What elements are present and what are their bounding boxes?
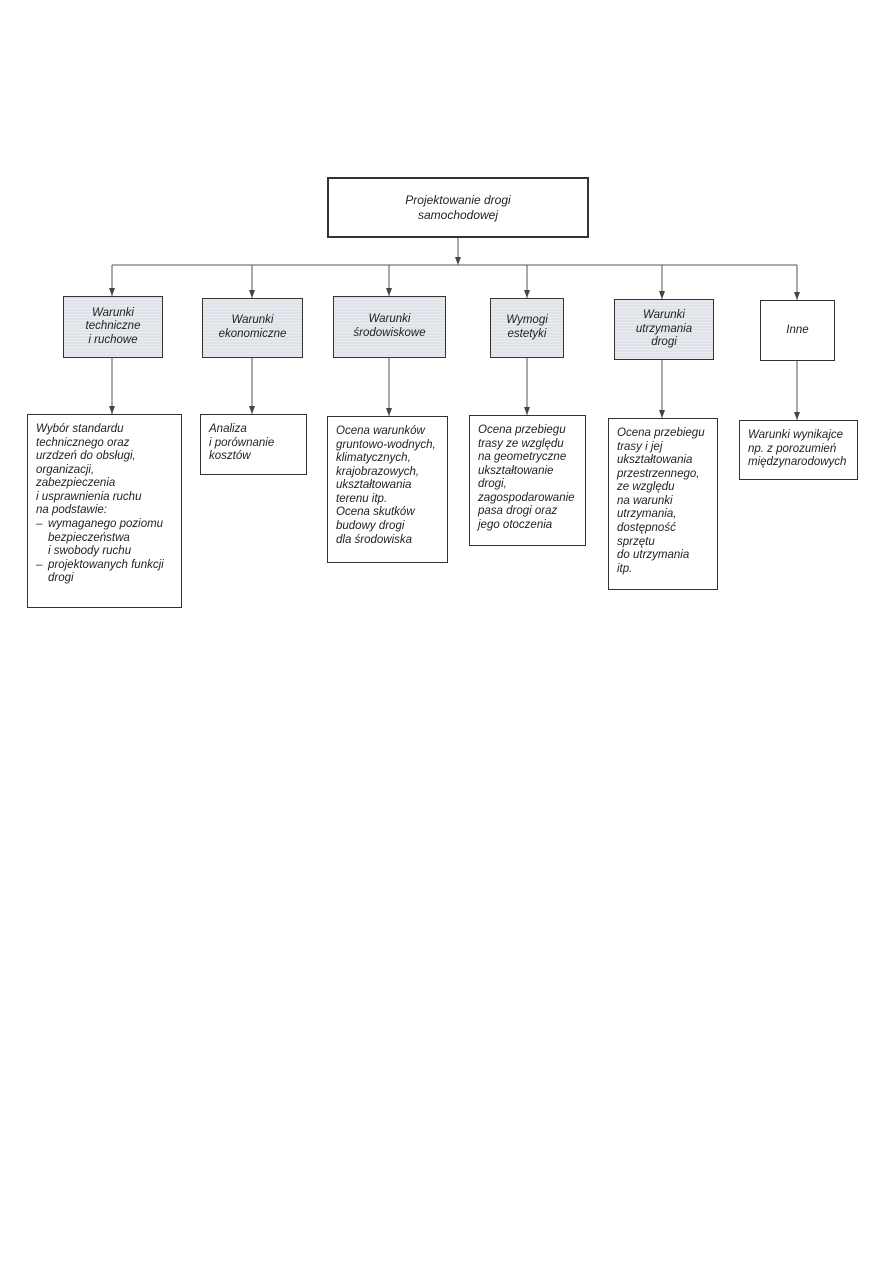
- link-desc-1-arrow: [109, 406, 115, 414]
- description-text: Analiza i porównanie kosztów: [209, 423, 275, 463]
- root-stem-arrow: [455, 257, 461, 265]
- description-other: Warunki wynikajce np. z porozumień międz…: [739, 420, 858, 480]
- category-aesthetics: Wymogi estetyki: [490, 298, 564, 358]
- category-other: Inne: [760, 300, 835, 361]
- category-label: Warunki utrzymania drogi: [635, 309, 693, 349]
- category-label: Warunki techniczne i ruchowe: [85, 306, 141, 346]
- description-text: Ocena przebiegu trasy i jej ukształtowan…: [617, 427, 705, 575]
- category-maintenance: Warunki utrzymania drogi: [614, 299, 714, 360]
- root-node: Projektowanie drogi samochodowej: [327, 177, 589, 238]
- description-environmental: Ocena warunków gruntowo-wodnych, klimaty…: [327, 416, 448, 563]
- category-technical: Warunki techniczne i ruchowe: [63, 296, 163, 358]
- category-economic: Warunki ekonomiczne: [202, 298, 303, 358]
- description-text: Wybór standardu technicznego oraz urzdze…: [36, 423, 142, 517]
- link-desc-4-arrow: [524, 407, 530, 415]
- criteria-list: wymaganego poziomu bezpieczeństwa i swob…: [36, 518, 175, 586]
- category-label: Warunki ekonomiczne: [218, 314, 287, 340]
- root-label: Projektowanie drogi samochodowej: [405, 192, 511, 222]
- description-economic: Analiza i porównanie kosztów: [200, 414, 307, 475]
- category-label: Inne: [786, 323, 809, 336]
- link-desc-3-arrow: [386, 408, 392, 416]
- criteria-item: projektowanych funkcji drogi: [36, 559, 175, 586]
- drop-cat-5-arrow: [659, 291, 665, 299]
- link-desc-6-arrow: [794, 412, 800, 420]
- description-text: Ocena przebiegu trasy ze względu na geom…: [478, 424, 575, 531]
- category-label: Wymogi estetyki: [506, 314, 548, 340]
- link-desc-5-arrow: [659, 410, 665, 418]
- description-maintenance: Ocena przebiegu trasy i jej ukształtowan…: [608, 418, 718, 590]
- description-technical: Wybór standardu technicznego oraz urzdze…: [27, 414, 182, 608]
- criteria-item: wymaganego poziomu bezpieczeństwa i swob…: [36, 518, 175, 559]
- link-desc-2-arrow: [249, 406, 255, 414]
- category-environmental: Warunki środowiskowe: [333, 296, 446, 358]
- category-label: Warunki środowiskowe: [353, 313, 426, 339]
- drop-cat-3-arrow: [386, 288, 392, 296]
- drop-cat-4-arrow: [524, 290, 530, 298]
- description-text: Warunki wynikajce np. z porozumień międz…: [748, 429, 847, 469]
- description-text: Ocena warunków gruntowo-wodnych, klimaty…: [336, 425, 436, 546]
- drop-cat-1-arrow: [109, 288, 115, 296]
- drop-cat-2-arrow: [249, 290, 255, 298]
- description-aesthetics: Ocena przebiegu trasy ze względu na geom…: [469, 415, 586, 546]
- drop-cat-6-arrow: [794, 292, 800, 300]
